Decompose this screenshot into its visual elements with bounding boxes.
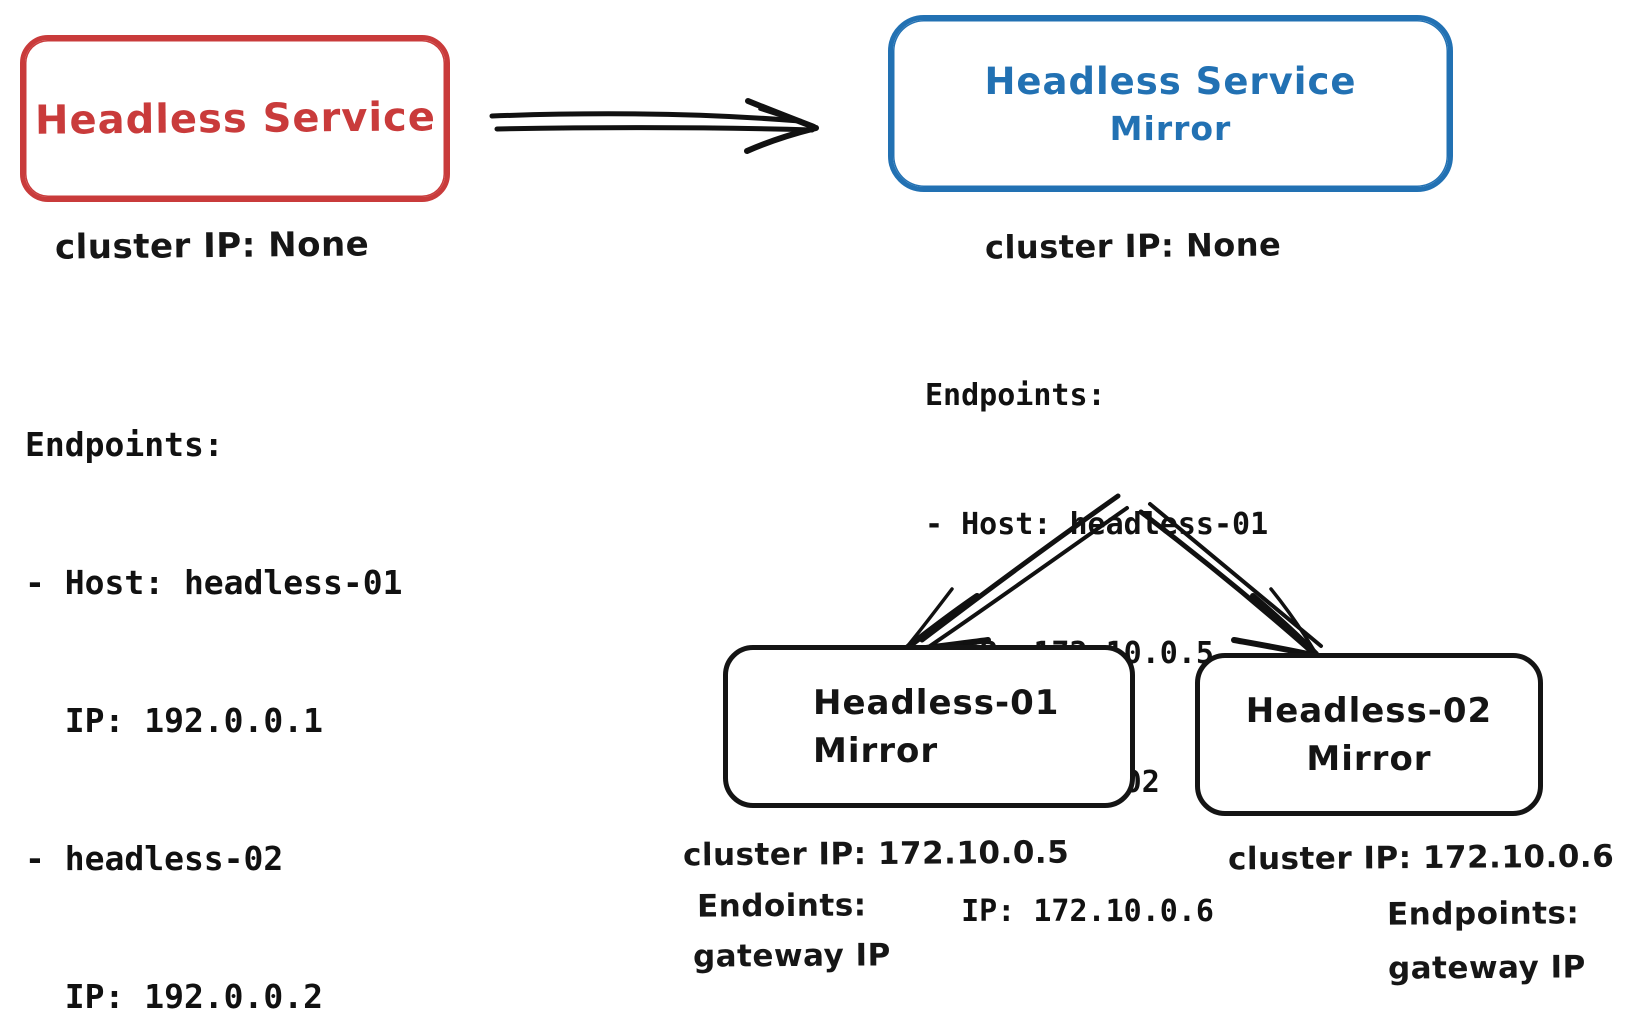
headless-02-cluster-ip-label: cluster IP: 172.10.0.6 (1227, 838, 1615, 878)
endpoints-line: IP: 172.10.0.6 (925, 894, 1214, 929)
endpoints-line: - Host: headless-01 (925, 507, 1269, 542)
node-mirror-title-line2: Mirror (1109, 108, 1232, 148)
node-headless-02-title-line1: Headless-02 (1245, 690, 1493, 731)
headless-01-cluster-ip-label: cluster IP: 172.10.0.5 (682, 834, 1070, 874)
arrow-source-to-mirror (489, 98, 819, 154)
endpoints-line: Endpoints: (25, 425, 224, 464)
node-headless-service: Headless Service (20, 35, 450, 202)
source-endpoints-list: Endpoints: - Host: headless-01 IP: 192.0… (25, 330, 403, 1010)
node-headless-01-title-line1: Headless-01 (813, 682, 1060, 723)
node-headless-02-mirror: Headless-02 Mirror (1195, 653, 1543, 816)
endpoints-line: - headless-02 (25, 839, 284, 878)
node-headless-service-title: Headless Service (34, 93, 436, 144)
headless-01-gateway-ip-label: gateway IP (692, 937, 891, 975)
headless-02-gateway-ip-label: gateway IP (1387, 949, 1586, 987)
endpoints-line: IP: 192.0.0.1 (25, 701, 324, 740)
node-headless-01-title-line2: Mirror (813, 730, 939, 771)
node-headless-service-mirror: Headless Service Mirror (888, 15, 1453, 192)
endpoints-line: IP: 192.0.0.2 (25, 977, 324, 1010)
endpoints-line: - Host: headless-01 (25, 563, 403, 602)
node-headless-01-mirror: Headless-01 Mirror (723, 645, 1135, 808)
source-cluster-ip-label: cluster IP: None (54, 224, 370, 268)
headless-02-endpoints-label: Endpoints: (1386, 895, 1580, 933)
endpoints-line: Endpoints: (925, 378, 1106, 413)
mirror-cluster-ip-label: cluster IP: None (984, 225, 1282, 267)
node-headless-02-title-line2: Mirror (1306, 738, 1432, 779)
node-mirror-title-line1: Headless Service (984, 59, 1357, 103)
headless-01-endpoints-label: Endoints: (696, 887, 867, 925)
